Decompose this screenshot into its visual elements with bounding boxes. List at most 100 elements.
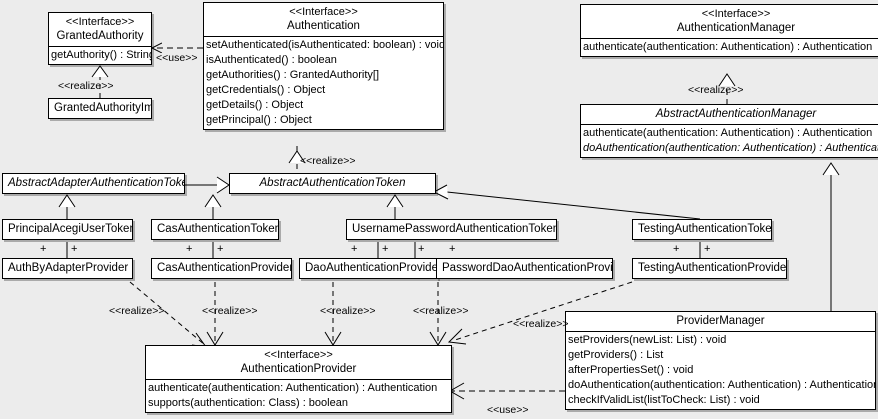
class-name: TestingAuthenticationProvider [638, 262, 787, 274]
operations-compartment: authenticate(authentication: Authenticat… [581, 39, 878, 56]
class-abstract-adapter-authentication-token[interactable]: AbstractAdapterAuthenticationToken [2, 173, 185, 194]
class-dao-authentication-provider[interactable]: DaoAuthenticationProvider [299, 258, 438, 279]
class-header: <<Interface>> GrantedAuthority [49, 13, 151, 46]
multiplicity-marker: + [217, 243, 224, 255]
class-name: UsernamePasswordAuthenticationToken [352, 223, 557, 235]
operation: getAuthority() : String [51, 49, 152, 61]
operation: getPrincipal() : Object [206, 114, 312, 126]
class-password-dao-authentication-provider[interactable]: PasswordDaoAuthenticationProvider [436, 258, 613, 279]
operation: getCredentials() : Object [206, 84, 326, 96]
class-name: AuthenticationManager [676, 22, 796, 34]
class-username-password-authentication-token[interactable]: UsernamePasswordAuthenticationToken [346, 219, 557, 240]
operation: setAuthenticated(isAuthenticated: boolea… [206, 39, 444, 51]
class-granted-authority-impl[interactable]: GrantedAuthorityImpl [48, 98, 152, 119]
class-name: ProviderManager [676, 315, 765, 327]
class-header: <<Interface>> Authentication [204, 3, 443, 36]
class-header: PasswordDaoAuthenticationProvider [437, 259, 612, 278]
class-authentication-provider[interactable]: <<Interface>> AuthenticationProvider aut… [145, 345, 452, 413]
class-name: CasAuthenticationProvider [157, 262, 292, 274]
multiplicity-marker: + [673, 243, 680, 255]
class-name: PrincipalAcegiUserToken [8, 223, 133, 235]
multiplicity-marker: + [418, 243, 425, 255]
class-header: GrantedAuthorityImpl [49, 99, 151, 118]
class-abstract-authentication-token[interactable]: AbstractAuthenticationToken [229, 173, 436, 194]
operation: getDetails() : Object [206, 99, 304, 111]
class-testing-authentication-provider[interactable]: TestingAuthenticationProvider [632, 258, 787, 279]
section-divider [581, 38, 878, 39]
operations-compartment: getAuthority() : String [49, 47, 151, 64]
class-header: CasAuthenticationProvider [152, 259, 291, 278]
class-header: TestingAuthenticationToken [633, 220, 771, 239]
class-header: PrincipalAcegiUserToken [3, 220, 132, 239]
operation: afterPropertiesSet() : void [568, 364, 694, 376]
operation: isAuthenticated() : boolean [206, 54, 337, 66]
class-stereotype: <<Interface>> [264, 349, 333, 361]
edge-label-realize-abstract-authentication-manager: <<realize>> [688, 84, 744, 96]
operations-compartment: authenticate(authentication: Authenticat… [581, 125, 878, 157]
operation: checkIfValidList(listToCheck: List) : vo… [568, 394, 760, 406]
operations-compartment: setProviders(newList: List) : void getPr… [566, 332, 875, 409]
edge-label-realize-password-dao-provider: <<realize>> [413, 305, 469, 317]
operation: doAuthentication(authentication: Authent… [583, 142, 878, 154]
section-divider [581, 124, 878, 125]
class-name: GrantedAuthority [56, 30, 144, 42]
edge-label-use-provider-manager: <<use>> [487, 404, 529, 416]
operation: supports(authentication: Class) : boolea… [148, 397, 348, 409]
class-name: AuthenticationProvider [240, 363, 357, 375]
edge-label-realize-dao-provider: <<realize>> [320, 305, 376, 317]
class-name: AbstractAuthenticationToken [259, 177, 406, 189]
section-divider [204, 36, 443, 37]
class-name: CasAuthenticationToken [157, 223, 279, 235]
multiplicity-marker: + [449, 243, 456, 255]
edge-label-realize-granted-authority-impl: <<realize>> [58, 80, 114, 92]
operation: getProviders() : List [568, 349, 664, 361]
class-header: UsernamePasswordAuthenticationToken [347, 220, 556, 239]
operation: setProviders(newList: List) : void [568, 334, 727, 346]
class-header: AbstractAuthenticationManager [581, 105, 878, 124]
operation: getAuthorities() : GrantedAuthority[] [206, 69, 380, 81]
class-stereotype: <<Interface>> [701, 8, 771, 20]
class-authentication[interactable]: <<Interface>> Authentication setAuthenti… [203, 2, 444, 130]
class-stereotype: <<Interface>> [65, 16, 135, 28]
class-name: GrantedAuthorityImpl [54, 102, 152, 114]
edge-label-realize-testing-provider: <<realize>> [513, 318, 569, 330]
class-stereotype: <<Interface>> [289, 6, 358, 18]
class-name: AbstractAuthenticationManager [655, 108, 817, 120]
operations-compartment: authenticate(authentication: Authenticat… [146, 380, 451, 412]
multiplicity-marker: + [382, 243, 389, 255]
class-name: DaoAuthenticationProvider [305, 262, 438, 274]
class-header: TestingAuthenticationProvider [633, 259, 786, 278]
operation: doAuthentication(authentication: Authent… [568, 379, 876, 391]
class-header: AuthByAdapterProvider [3, 259, 132, 278]
operation: authenticate(authentication: Authenticat… [148, 382, 438, 394]
multiplicity-marker: + [71, 243, 78, 255]
class-header: <<Interface>> AuthenticationProvider [146, 346, 451, 379]
multiplicity-marker: + [704, 243, 711, 255]
operation: authenticate(authentication: Authenticat… [583, 127, 873, 139]
multiplicity-marker: + [186, 243, 193, 255]
class-name: Authentication [287, 20, 360, 32]
edge-label-use-granted-authority: <<use>> [156, 52, 198, 64]
class-testing-authentication-token[interactable]: TestingAuthenticationToken [632, 219, 772, 240]
class-authentication-manager[interactable]: <<Interface>> AuthenticationManager auth… [580, 4, 878, 57]
class-header: AbstractAuthenticationToken [230, 174, 435, 193]
section-divider [146, 379, 451, 380]
class-abstract-authentication-manager[interactable]: AbstractAuthenticationManager authentica… [580, 104, 878, 158]
multiplicity-marker: + [351, 243, 358, 255]
class-cas-authentication-provider[interactable]: CasAuthenticationProvider [151, 258, 292, 279]
class-name: PasswordDaoAuthenticationProvider [442, 262, 613, 274]
class-auth-by-adapter-provider[interactable]: AuthByAdapterProvider [2, 258, 133, 279]
class-header: <<Interface>> AuthenticationManager [581, 5, 878, 38]
class-header: CasAuthenticationToken [152, 220, 278, 239]
class-principal-acegi-user-token[interactable]: PrincipalAcegiUserToken [2, 219, 133, 240]
class-name: AuthByAdapterProvider [8, 262, 129, 274]
class-provider-manager[interactable]: ProviderManager setProviders(newList: Li… [565, 311, 876, 410]
class-header: ProviderManager [566, 312, 875, 331]
operation: authenticate(authentication: Authenticat… [583, 41, 873, 53]
operations-compartment: setAuthenticated(isAuthenticated: boolea… [204, 37, 443, 129]
class-name: AbstractAdapterAuthenticationToken [8, 177, 185, 189]
class-cas-authentication-token[interactable]: CasAuthenticationToken [151, 219, 279, 240]
edge-label-realize-auth-by-adapter: <<realize>> [109, 305, 165, 317]
class-granted-authority[interactable]: <<Interface>> GrantedAuthority getAuthor… [48, 12, 152, 65]
